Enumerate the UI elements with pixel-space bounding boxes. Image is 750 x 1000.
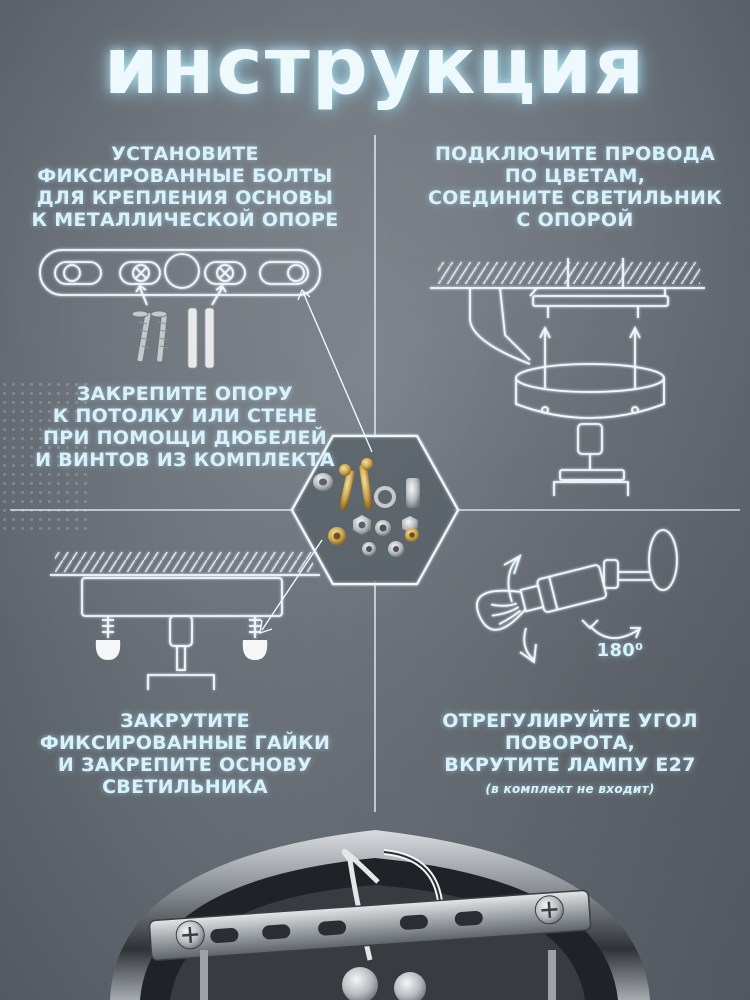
step-wires-caption: ПОДКЛЮЧИТЕ ПРОВОДА ПО ЦВЕТАМ, СОЕДИНИТЕ … [427, 143, 723, 231]
page-title: инструкция [103, 22, 647, 112]
hardware-parts [313, 458, 420, 557]
step-rotate-caption: ОТРЕГУЛИРУЙТЕ УГОЛ ПОВОРОТА, ВКРУТИТЕ ЛА… [442, 710, 698, 776]
step-nuts-caption: ЗАКРУТИТЕ ФИКСИРОВАННЫЕ ГАЙКИ И ЗАКРЕПИТ… [39, 710, 331, 798]
fixture-photo [110, 830, 650, 1000]
base-nuts-diagram [50, 552, 320, 690]
ceiling-wiring-diagram [430, 258, 705, 496]
hardware-hexagon [290, 434, 460, 586]
step-bolts-caption: УСТАНОВИТЕ ФИКСИРОВАННЫЕ БОЛТЫ ДЛЯ КРЕПЛ… [31, 143, 339, 231]
mounting-bar-diagram [39, 249, 321, 306]
cap-nuts [95, 640, 268, 660]
divider-lines [10, 135, 740, 812]
step-mount-caption: ЗАКРЕПИТЕ ОПОРУ К ПОТОЛКУ ИЛИ СТЕНЕ ПРИ … [35, 383, 335, 471]
screws-anchors [131, 307, 215, 369]
angle-label: 180⁰ [596, 640, 644, 661]
step-rotate-note: (в комплект не входит) [485, 782, 655, 796]
sconce-rotation-diagram [476, 529, 678, 664]
dot-pattern [0, 380, 90, 530]
